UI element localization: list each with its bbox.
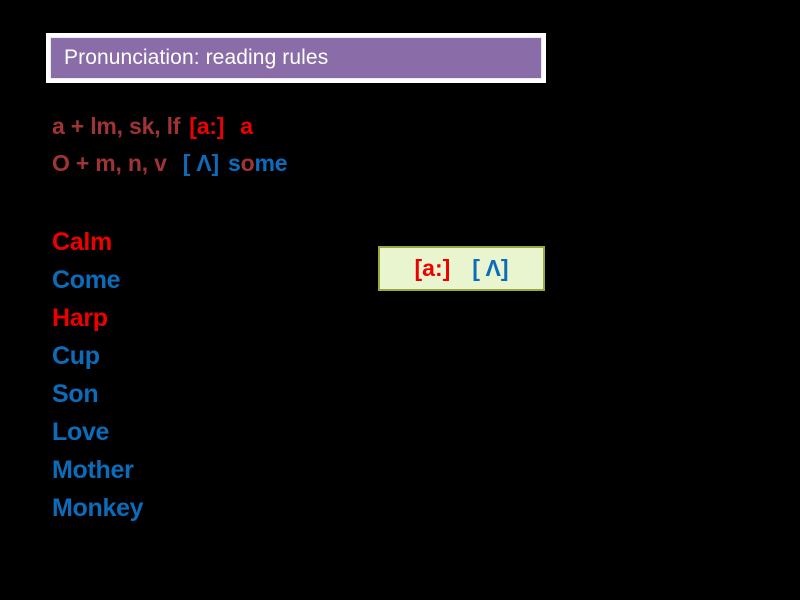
page-title: Pronunciation: reading rules [64,46,329,69]
legend-item-caret: [ Λ] [472,255,509,281]
phoneme-legend-box: [a:] [ Λ] [378,246,545,291]
rule-line-o: O + m, n, v [ Λ] some [52,145,472,182]
legend-item-a-long: [a:] [414,255,451,281]
list-item: Cup [52,342,100,370]
rule-a-pattern: a + lm, sk, lf [52,113,181,139]
list-item: Son [52,380,99,408]
rule-o-pattern: O + m, n, v [52,150,167,176]
rule-o-ipa: [ Λ] [182,150,220,176]
rule-o-example-highlight: o [240,150,255,176]
rule-o-example-prefix: s [228,150,241,176]
rule-a-ipa: [a:] [189,113,225,139]
list-item: Mother [52,456,134,484]
rule-line-a: a + lm, sk, lf [a:] a [52,108,472,145]
list-item: Come [52,266,121,294]
slide-title-bar: Pronunciation: reading rules [50,37,542,79]
list-item: Love [52,418,110,446]
list-item: Calm [52,228,112,256]
rule-a-example: a [240,113,253,139]
word-list: Calm Come Harp Cup Son Love Mother Monke… [52,223,144,527]
list-item: Harp [52,304,108,332]
rule-o-example-suffix: me [254,150,288,176]
reading-rules-block: a + lm, sk, lf [a:] a O + m, n, v [ Λ] some [52,108,472,182]
list-item: Monkey [52,494,144,522]
slide-title-frame: Pronunciation: reading rules [46,33,546,83]
